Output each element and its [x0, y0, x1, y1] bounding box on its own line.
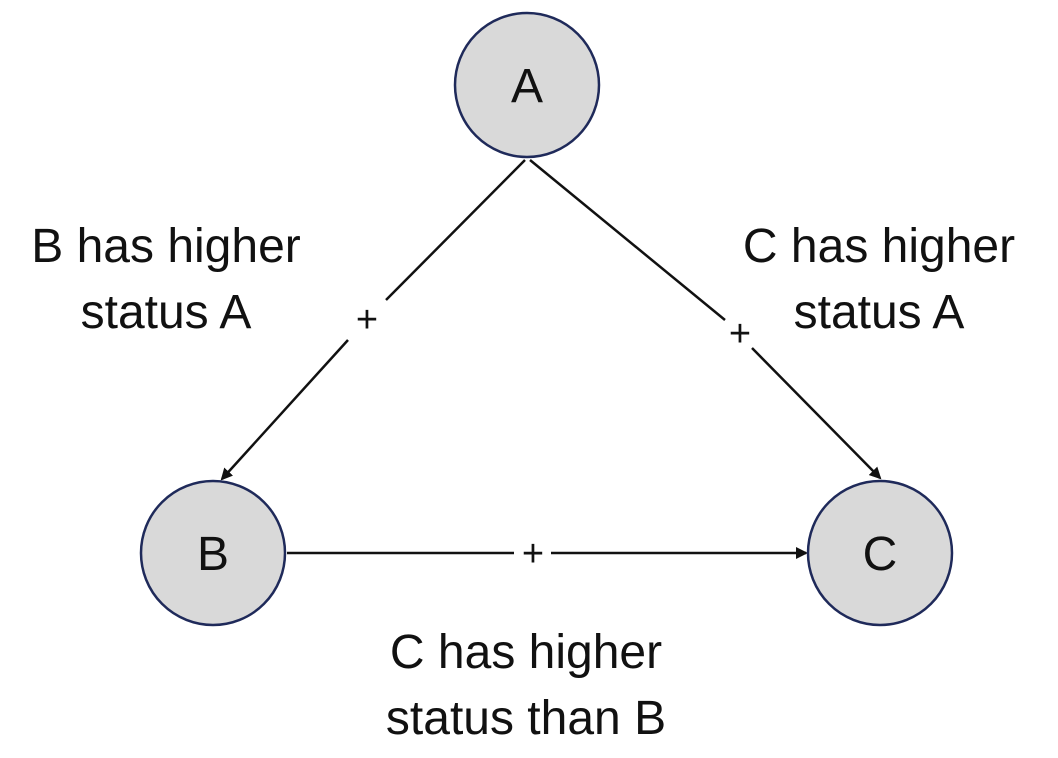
edge-a-to-b-caption-line1: B has higher: [31, 220, 301, 273]
edge-b-to-c-caption-line1: C has higher: [390, 626, 662, 679]
edge-b-to-c-sign: +: [522, 533, 544, 575]
node-a-label: A: [511, 60, 543, 113]
edge-a-to-c-sign: +: [729, 313, 751, 355]
edge-a-to-c-caption-line2: status A: [794, 286, 965, 339]
edge-a-to-c-caption-line1: C has higher: [743, 220, 1015, 273]
edge-a-to-b: [220, 159, 526, 481]
node-b-label: B: [197, 528, 229, 581]
node-b: B: [139, 479, 287, 627]
edge-a-to-b-caption-line2: status A: [81, 286, 252, 339]
node-c-label: C: [863, 528, 898, 581]
edge-a-to-c: [529, 159, 882, 480]
node-a: A: [453, 11, 601, 159]
node-c: C: [806, 479, 954, 627]
edge-b-to-c-caption-line2: status than B: [386, 692, 666, 745]
edge-a-to-b-sign: +: [356, 299, 378, 341]
